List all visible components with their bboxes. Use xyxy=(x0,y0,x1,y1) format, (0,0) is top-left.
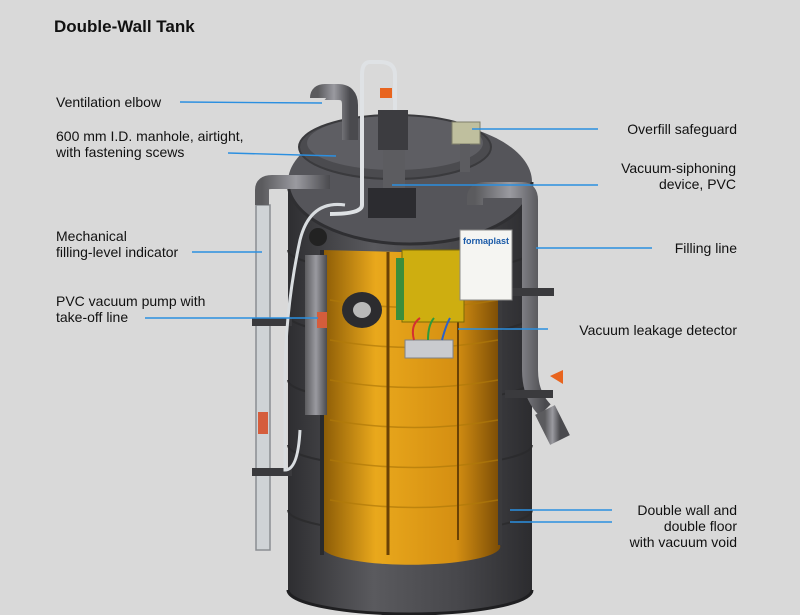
label-leakage-detector: Vacuum leakage detector xyxy=(579,322,737,338)
label-level-indicator: Mechanical filling-level indicator xyxy=(56,228,179,260)
leakage-detector-graphic: formaplast xyxy=(396,229,513,359)
overfill-safeguard-graphic xyxy=(451,121,481,172)
vacuum-pump-graphic xyxy=(283,202,382,472)
diagram-title: Double-Wall Tank xyxy=(54,17,195,36)
label-filling-line: Filling line xyxy=(674,240,737,256)
leader-manhole xyxy=(227,152,337,157)
ventilation-and-siphon-graphic xyxy=(310,60,416,218)
filling-level-indicator-graphic xyxy=(252,175,330,551)
label-vacuum-siphoning: Vacuum-siphoning device, PVC xyxy=(621,160,736,192)
filling-line-graphic xyxy=(467,182,570,445)
leader-lines xyxy=(145,101,652,523)
label-double-wall: Double wall and double floor with vacuum… xyxy=(629,502,737,550)
leader-ventilation-elbow xyxy=(179,101,323,104)
label-overfill-safeguard: Overfill safeguard xyxy=(627,121,737,137)
label-manhole: 600 mm I.D. manhole, airtight, with fast… xyxy=(56,128,244,160)
label-ventilation-elbow: Ventilation elbow xyxy=(56,94,162,110)
label-vacuum-pump: PVC vacuum pump with take-off line xyxy=(56,293,206,325)
tank-interior-cutaway xyxy=(322,250,501,565)
brand-logo: formaplast xyxy=(463,236,509,246)
